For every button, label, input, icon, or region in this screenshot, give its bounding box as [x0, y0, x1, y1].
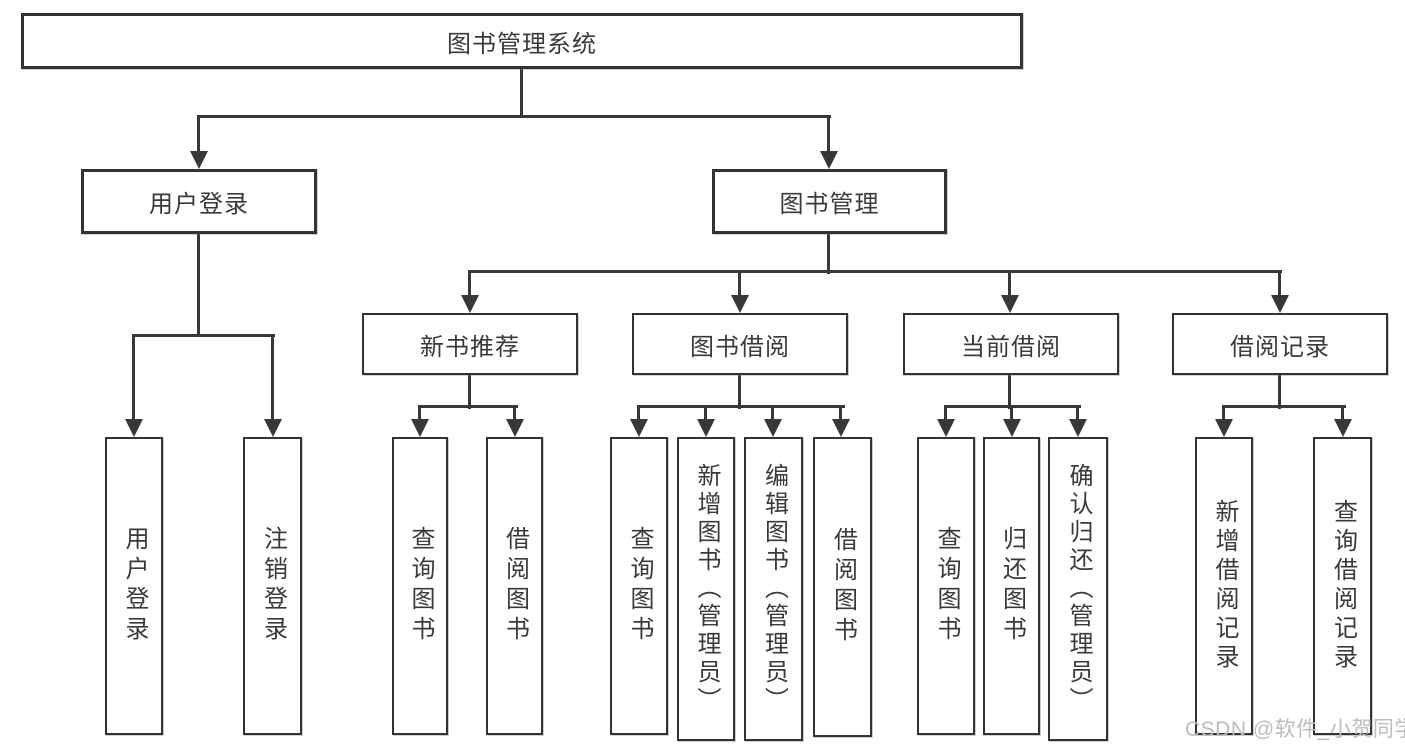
csdn-watermark: CSDN @软件_小贺同学: [1185, 718, 1405, 741]
leaf-user-login: 用户登录: [105, 437, 163, 735]
connector-book-mgmt-stem: [827, 234, 830, 274]
arrowhead-down-icon: [630, 419, 648, 437]
connector-drop: [468, 270, 471, 297]
connector-drop: [1008, 270, 1011, 297]
connector-rail: [1222, 405, 1346, 408]
connector-user-login-rail: [132, 334, 275, 337]
connector-drop: [271, 334, 274, 421]
connector-drop: [1278, 270, 1281, 297]
connector-root-stem: [520, 69, 523, 117]
arrowhead-down-icon: [937, 419, 955, 437]
node-current-borrow: 当前借阅: [903, 313, 1119, 375]
node-book-borrow-label: 图书借阅: [690, 333, 790, 361]
leaf-return-book: 归还图书: [983, 437, 1040, 735]
connector-drop-book-mgmt: [827, 115, 830, 153]
leaf-return-book-label: 归还图书: [998, 526, 1026, 646]
arrowhead-down-icon: [190, 151, 208, 169]
leaf-confirm-return-admin: 确认归还（管理员）: [1048, 437, 1108, 741]
leaf-add-borrow-record: 新增借阅记录: [1195, 437, 1253, 735]
arrowhead-down-icon: [125, 419, 143, 437]
arrowhead-down-icon: [820, 151, 838, 169]
node-root: 图书管理系统: [21, 13, 1023, 69]
node-current-borrow-label: 当前借阅: [961, 333, 1061, 361]
connector-drop: [944, 405, 947, 421]
arrowhead-down-icon: [506, 419, 524, 437]
leaf-query-borrow-record-label: 查询借阅记录: [1329, 499, 1357, 673]
arrowhead-down-icon: [1001, 295, 1019, 313]
leaf-query-book-current-label: 查询图书: [933, 526, 960, 646]
arrowhead-down-icon: [264, 419, 282, 437]
leaf-borrow-book-recommend-label: 借阅图书: [501, 526, 529, 646]
arrowhead-down-icon: [764, 419, 782, 437]
connector-rail: [418, 405, 518, 408]
connector-drop: [1010, 405, 1013, 421]
connector-drop-user-login: [197, 115, 200, 153]
leaf-borrow-book-recommend: 借阅图书: [486, 437, 543, 735]
leaf-add-borrow-record-label: 新增借阅记录: [1211, 499, 1238, 673]
leaf-query-book-recommend-label: 查询图书: [407, 526, 434, 646]
arrowhead-down-icon: [461, 295, 479, 313]
connector-rail: [637, 405, 845, 408]
arrowhead-down-icon: [411, 419, 429, 437]
leaf-add-book-admin-label: 新增图书（管理员）: [693, 463, 720, 715]
connector-user-login-stem: [197, 234, 200, 337]
node-new-book-recommend-label: 新书推荐: [420, 333, 520, 361]
node-book-management-label: 图书管理: [779, 191, 880, 218]
connector-level1-rail: [197, 115, 831, 118]
leaf-add-book-admin: 新增图书（管理员）: [677, 437, 735, 741]
connector-drop: [418, 405, 421, 421]
connector-drop: [1341, 405, 1344, 421]
leaf-confirm-return-admin-label: 确认归还（管理员）: [1065, 463, 1092, 715]
node-book-borrow: 图书借阅: [632, 313, 848, 375]
connector-drop: [132, 334, 135, 421]
connector-stem: [1278, 375, 1281, 409]
leaf-query-book-borrow-label: 查询图书: [626, 526, 653, 646]
leaf-borrow-book-label: 借阅图书: [829, 527, 857, 647]
connector-drop: [839, 405, 842, 421]
connector-drop: [637, 405, 640, 421]
connector-stem: [1008, 375, 1011, 409]
leaf-edit-book-admin: 编辑图书（管理员）: [744, 437, 803, 741]
connector-stem: [468, 375, 471, 409]
node-book-management: 图书管理: [712, 169, 947, 234]
leaf-user-login-label: 用户登录: [121, 526, 148, 646]
leaf-query-book-borrow: 查询图书: [610, 437, 668, 735]
node-user-login: 用户登录: [81, 169, 317, 234]
connector-drop: [1076, 405, 1079, 421]
node-new-book-recommend: 新书推荐: [362, 313, 578, 375]
arrowhead-down-icon: [731, 295, 749, 313]
connector-drop: [1222, 405, 1225, 421]
arrowhead-down-icon: [1334, 419, 1352, 437]
connector-level2-rail: [468, 270, 1282, 273]
node-user-login-label: 用户登录: [149, 191, 249, 218]
connector-drop: [771, 405, 774, 421]
connector-drop: [738, 270, 741, 297]
arrowhead-down-icon: [1271, 295, 1289, 313]
leaf-query-book-recommend: 查询图书: [392, 437, 448, 735]
leaf-query-borrow-record: 查询借阅记录: [1313, 437, 1372, 735]
arrowhead-down-icon: [832, 419, 850, 437]
connector-drop: [513, 405, 516, 421]
leaf-edit-book-admin-label: 编辑图书（管理员）: [760, 463, 788, 715]
leaf-borrow-book: 借阅图书: [813, 437, 872, 737]
node-root-label: 图书管理系统: [447, 30, 597, 58]
leaf-query-book-current: 查询图书: [917, 437, 975, 735]
arrowhead-down-icon: [697, 419, 715, 437]
arrowhead-down-icon: [1215, 419, 1233, 437]
arrowhead-down-icon: [1003, 419, 1021, 437]
node-borrow-records: 借阅记录: [1172, 313, 1388, 375]
connector-drop: [704, 405, 707, 421]
leaf-logout: 注销登录: [243, 437, 302, 735]
arrowhead-down-icon: [1069, 419, 1087, 437]
leaf-logout-label: 注销登录: [259, 526, 287, 646]
node-borrow-records-label: 借阅记录: [1230, 333, 1330, 361]
connector-stem: [738, 375, 741, 409]
